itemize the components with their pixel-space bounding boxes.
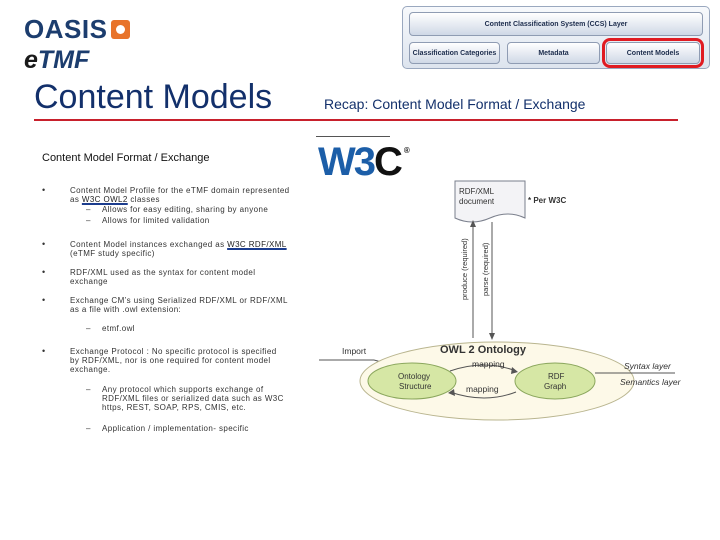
bullet-1-line-2: as W3C OWL2 classes	[70, 195, 160, 204]
bullet-dot: •	[42, 346, 46, 356]
w3c-owl2-link[interactable]: W3C OWL2	[81, 195, 128, 204]
page-title: Content Models	[34, 78, 273, 116]
bullet-dot: •	[42, 185, 46, 195]
w3c-logo-rule	[316, 136, 390, 137]
parse-label: parse (required)	[481, 242, 490, 296]
w3c-logo: W3C®	[318, 140, 410, 185]
section-heading: Content Model Format / Exchange	[42, 152, 210, 164]
mapping-top-arrow	[449, 364, 517, 372]
bullet-3-line-2: exchange	[70, 277, 108, 286]
produce-arrowhead-icon	[470, 220, 476, 227]
sub-dash: –	[86, 424, 91, 433]
bullet-5-sub-2: Application / implementation- specific	[102, 424, 249, 433]
bullet-1-as: as	[70, 195, 82, 204]
bullet-4-line-1: Exchange CM’s using Serialized RDF/XML o…	[70, 296, 288, 305]
etmf-logo-text: TMF	[37, 46, 90, 74]
ontology-label-1: Ontology	[398, 372, 430, 381]
sub-dash: –	[86, 385, 91, 394]
bullet-5-sub-1-line-1: Any protocol which supports exchange of	[102, 385, 264, 394]
w3c-logo-reg: ®	[403, 146, 410, 155]
oasis-logo-mark-icon	[111, 20, 131, 39]
semantics-layer-label: Semantics layer	[620, 377, 682, 387]
mapping-bottom-arrow	[449, 391, 517, 399]
bullet-dot: •	[42, 239, 46, 249]
bullet-5-sub-1-line-3: https, REST, SOAP, RPS, CMIS, etc.	[102, 403, 247, 412]
page-subtitle: Recap: Content Model Format / Exchange	[324, 96, 586, 112]
produce-label: produce (required)	[460, 238, 469, 300]
owl2-ontology-ellipse	[359, 341, 635, 421]
ccs-layer-button[interactable]: Content Classification System (CCS) Laye…	[409, 12, 703, 36]
classification-categories-button[interactable]: Classification Categories	[409, 42, 500, 64]
mapping-bottom-arrowhead-icon	[448, 389, 455, 396]
mapping-top-label: mapping	[472, 359, 505, 369]
bullet-2-line-1: Content Model instances exchanged as W3C…	[70, 240, 287, 249]
metadata-button[interactable]: Metadata	[507, 42, 600, 64]
bullet-4-sub: etmf.owl	[102, 324, 135, 333]
bullet-5-sub-1-line-2: RDF/XML files or serialized data such as…	[102, 394, 284, 403]
bullet-2-line-2: (eTMF study specific)	[70, 249, 155, 258]
sub-dash: –	[86, 205, 91, 214]
rdf-label-2: Graph	[544, 382, 566, 391]
content-models-button[interactable]: Content Models	[602, 38, 704, 68]
bullet-5-line-2: by RDF/XML, nor is one required for cont…	[70, 356, 271, 365]
etmf-logo: eTMF	[24, 46, 89, 75]
bullet-3-line-1: RDF/XML used as the syntax for content m…	[70, 268, 256, 277]
import-label: Import	[342, 346, 367, 356]
document-label-1: RDF/XML	[459, 187, 495, 196]
w3c-logo-w3: W3	[318, 140, 376, 184]
bullet-5-line-3: exchange.	[70, 365, 111, 374]
bullet-1-tail: classes	[127, 195, 160, 204]
owl2-ontology-title: OWL 2 Ontology	[440, 344, 527, 356]
bullet-4-line-2: as a file with .owl extension:	[70, 305, 182, 314]
rdf-graph-node	[514, 362, 596, 400]
ccs-layer-panel: Content Classification System (CCS) Laye…	[402, 6, 710, 69]
mapping-top-arrowhead-icon	[511, 367, 518, 374]
ontology-label-2: Structure	[399, 382, 432, 391]
bullet-1-line-1: Content Model Profile for the eTMF domai…	[70, 186, 290, 195]
w3c-logo-c: C	[374, 140, 403, 184]
sub-dash: –	[86, 324, 91, 333]
mapping-bottom-label: mapping	[466, 384, 499, 394]
document-label-2: document	[459, 197, 495, 206]
rdfxml-document-shape	[454, 180, 526, 223]
syntax-layer-label: Syntax layer	[624, 361, 672, 371]
title-divider	[34, 119, 678, 121]
rdf-label-1: RDF	[548, 372, 565, 381]
etmf-logo-e: e	[24, 46, 38, 74]
sub-dash: –	[86, 216, 91, 225]
oasis-logo: OASIS	[24, 14, 131, 45]
bullet-dot: •	[42, 295, 46, 305]
bullet-1-sub-2: Allows for limited validation	[102, 216, 210, 225]
bullet-5-line-1: Exchange Protocol : No specific protocol…	[70, 347, 277, 356]
per-w3c-note: * Per W3C	[528, 196, 566, 205]
parse-arrowhead-icon	[489, 333, 495, 340]
owl2-rdf-diagram: RDF/XML document * Per W3C produce (requ…	[319, 180, 682, 421]
ontology-structure-node	[367, 362, 457, 400]
bullet-2-text: Content Model instances exchanged as	[70, 240, 228, 249]
bullet-1-sub-1: Allows for easy editing, sharing by anyo…	[102, 205, 269, 214]
oasis-logo-text: OASIS	[24, 14, 108, 44]
w3c-rdfxml-link[interactable]: W3C RDF/XML	[227, 240, 287, 249]
bullet-dot: •	[42, 267, 46, 277]
